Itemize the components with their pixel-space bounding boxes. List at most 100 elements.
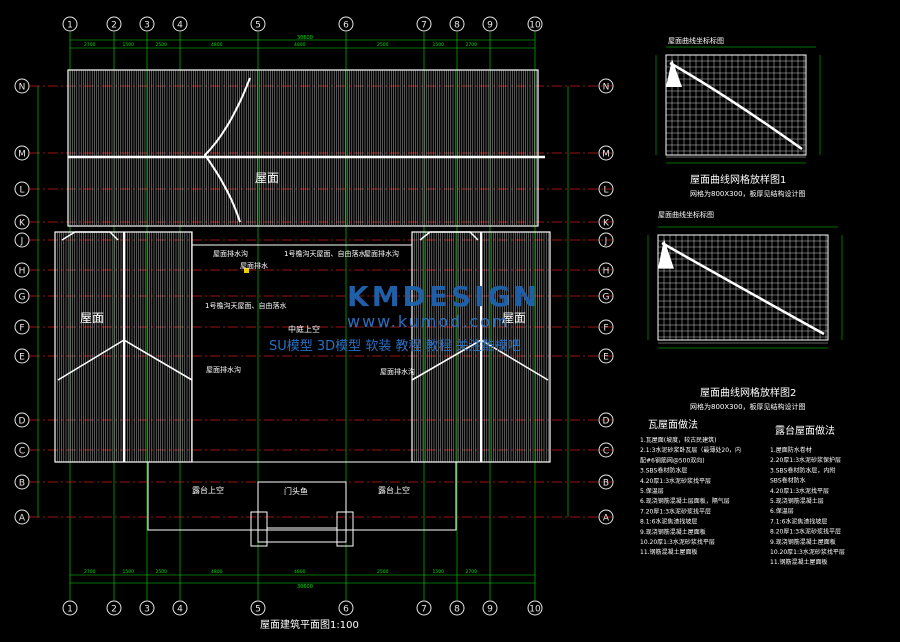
row-bubble-label: N <box>19 83 26 93</box>
column-bubble-label: 5 <box>255 605 261 615</box>
row-bubble <box>598 78 614 94</box>
row-bubble-label: F <box>603 324 608 334</box>
row-bubble-label: D <box>19 417 26 427</box>
bottom-dim-text: 1500 <box>433 569 445 575</box>
column-bubble <box>250 600 266 616</box>
note-line: 6.保温层 <box>770 507 794 515</box>
row-bubble-label: C <box>19 447 25 457</box>
note-label-2: 1号檐沟天屋面、自由落水 <box>205 301 286 310</box>
detail-peak <box>658 239 674 269</box>
row-bubble-label: L <box>19 186 24 196</box>
column-bubble-label: 6 <box>343 605 349 615</box>
row-bubble-label: E <box>603 353 609 363</box>
row-bubble-label: G <box>19 293 26 303</box>
note-line: 2.1:3水泥砂浆卧瓦层（最薄处20，内 <box>640 446 741 454</box>
column-bubble-label: 7 <box>421 605 427 615</box>
top-total-dim: 30600 <box>297 35 313 41</box>
roof-label-right: 屋面 <box>502 311 526 325</box>
marker-square <box>244 268 249 273</box>
detail-grid-1 <box>655 46 821 164</box>
column-bubble <box>250 16 266 32</box>
note-label-1: 1号檐沟天屋面、自由落水 <box>284 249 365 258</box>
curve-grid-details <box>647 46 843 349</box>
right-wing-hip <box>411 339 549 381</box>
column-bubble-label: 6 <box>343 21 349 31</box>
row-bubble <box>14 319 30 335</box>
column-bubble <box>106 600 122 616</box>
detail-curve <box>661 241 825 336</box>
top-dim-text: 2700 <box>84 42 96 48</box>
row-bubble <box>598 509 614 525</box>
row-bubble-label: A <box>603 514 610 524</box>
bottom-dim-text: 4800 <box>211 569 223 575</box>
row-bubble <box>14 145 30 161</box>
top-dim-text: 4800 <box>294 42 306 48</box>
top-dim-text: 2500 <box>156 42 168 48</box>
column-bubble <box>527 600 543 616</box>
column-bubble <box>527 16 543 32</box>
bottom-total-dim: 30600 <box>297 584 313 590</box>
bottom-dim-text: 1500 <box>123 569 135 575</box>
column-bubble-label: 3 <box>144 605 150 615</box>
column-bubble <box>139 16 155 32</box>
detail1-subtitle: 网格为800X300，板厚见结构设计图 <box>690 189 806 198</box>
row-bubble <box>14 78 30 94</box>
row-bubble <box>598 412 614 428</box>
row-bubble <box>598 288 614 304</box>
column-bubble-label: 1 <box>67 21 73 31</box>
ridge-left-label: 屋面排水沟 <box>206 365 241 374</box>
row-bubble <box>14 474 30 490</box>
row-bubble-label: D <box>603 417 610 427</box>
column-bubble-label: 2 <box>111 605 117 615</box>
top-dim-text: 2700 <box>466 42 478 48</box>
bottom-dim-text: 2500 <box>377 569 389 575</box>
row-bubble-label: K <box>603 219 610 229</box>
top-dim-text: 4800 <box>211 42 223 48</box>
detail-curve <box>669 61 803 151</box>
row-bubble <box>598 319 614 335</box>
column-bubble-label: 1 <box>67 605 73 615</box>
row-bubble <box>14 214 30 230</box>
row-bubble-label: L <box>603 186 608 196</box>
row-bubble-label: E <box>19 353 25 363</box>
roof-label-top: 屋面 <box>255 171 279 185</box>
note-line: 7.20厚1:3水泥砂浆找平层 <box>640 507 711 515</box>
roof-hatching <box>54 70 549 462</box>
row-bubble-label: J <box>604 237 608 247</box>
row-bubble-label: B <box>19 479 25 489</box>
note-line: 3.SBS卷材防水层 <box>640 467 687 475</box>
roof-label-left: 屋面 <box>80 311 104 325</box>
note-label-3: 屋面排水沟 <box>364 249 399 258</box>
column-bubble <box>482 600 498 616</box>
ridge-right-label: 屋面排水沟 <box>380 367 415 376</box>
top-roof-valley <box>203 77 251 223</box>
note-line: 10.20厚1:3水泥砂浆找平层 <box>640 538 715 546</box>
row-bubble <box>598 474 614 490</box>
terrace-right-label: 露台上空 <box>378 485 410 495</box>
plan-title: 屋面建筑平面图1:100 <box>260 618 359 631</box>
column-bubble-label: 8 <box>454 605 460 615</box>
column-bubble <box>62 16 78 32</box>
detail-frame <box>657 234 829 341</box>
notes-right-list: 1.屋面防水卷材2.20厚1:3水泥砂浆保护层3.SBS卷材防水层，内附SBS卷… <box>770 446 845 566</box>
column-bubble-label: 4 <box>177 605 183 615</box>
column-bubble <box>449 600 465 616</box>
column-bubble <box>416 600 432 616</box>
note-line: 11.钢筋混凝土屋面板 <box>770 558 828 566</box>
note-line: 3.SBS卷材防水层，内附 <box>770 466 835 474</box>
row-bubble <box>14 232 30 248</box>
note-line: 10.20厚1:3水泥砂浆找平层 <box>770 548 845 556</box>
gate-post-right <box>336 511 354 547</box>
right-gutter-curve <box>419 231 479 241</box>
column-bubble-label: 3 <box>144 21 150 31</box>
row-bubble-label: J <box>20 237 24 247</box>
detail-peak <box>666 59 682 87</box>
bottom-dim-text: 4800 <box>294 569 306 575</box>
row-bubble-label: H <box>603 267 610 277</box>
column-bubble-label: 4 <box>177 21 183 31</box>
column-bubble <box>416 16 432 32</box>
notes-left-title: 瓦屋面做法 <box>648 418 698 431</box>
